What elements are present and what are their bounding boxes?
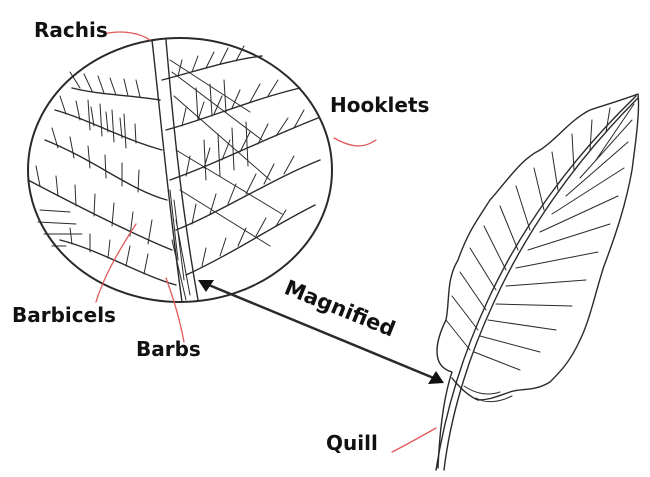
label-rachis: Rachis <box>34 18 108 42</box>
magnified-view <box>28 38 332 302</box>
feather-illustration <box>436 94 639 470</box>
rachis-pointer <box>104 32 150 40</box>
labels: Rachis Hooklets Barbicels Barbs Magnifie… <box>12 18 429 455</box>
label-magnified: Magnified <box>281 275 399 341</box>
label-barbicels: Barbicels <box>12 303 116 327</box>
barbs-pointer <box>166 278 184 342</box>
barbs-right <box>162 56 320 275</box>
barbicels-right <box>170 46 304 266</box>
quill-pointer <box>392 428 436 452</box>
label-hooklets: Hooklets <box>330 93 429 117</box>
feather-vanes <box>446 104 634 402</box>
rachis-shaft <box>152 40 198 302</box>
label-quill: Quill <box>326 431 378 455</box>
hooklets-pointer <box>334 138 376 146</box>
label-barbs: Barbs <box>136 337 201 361</box>
barbs-left <box>28 88 176 285</box>
